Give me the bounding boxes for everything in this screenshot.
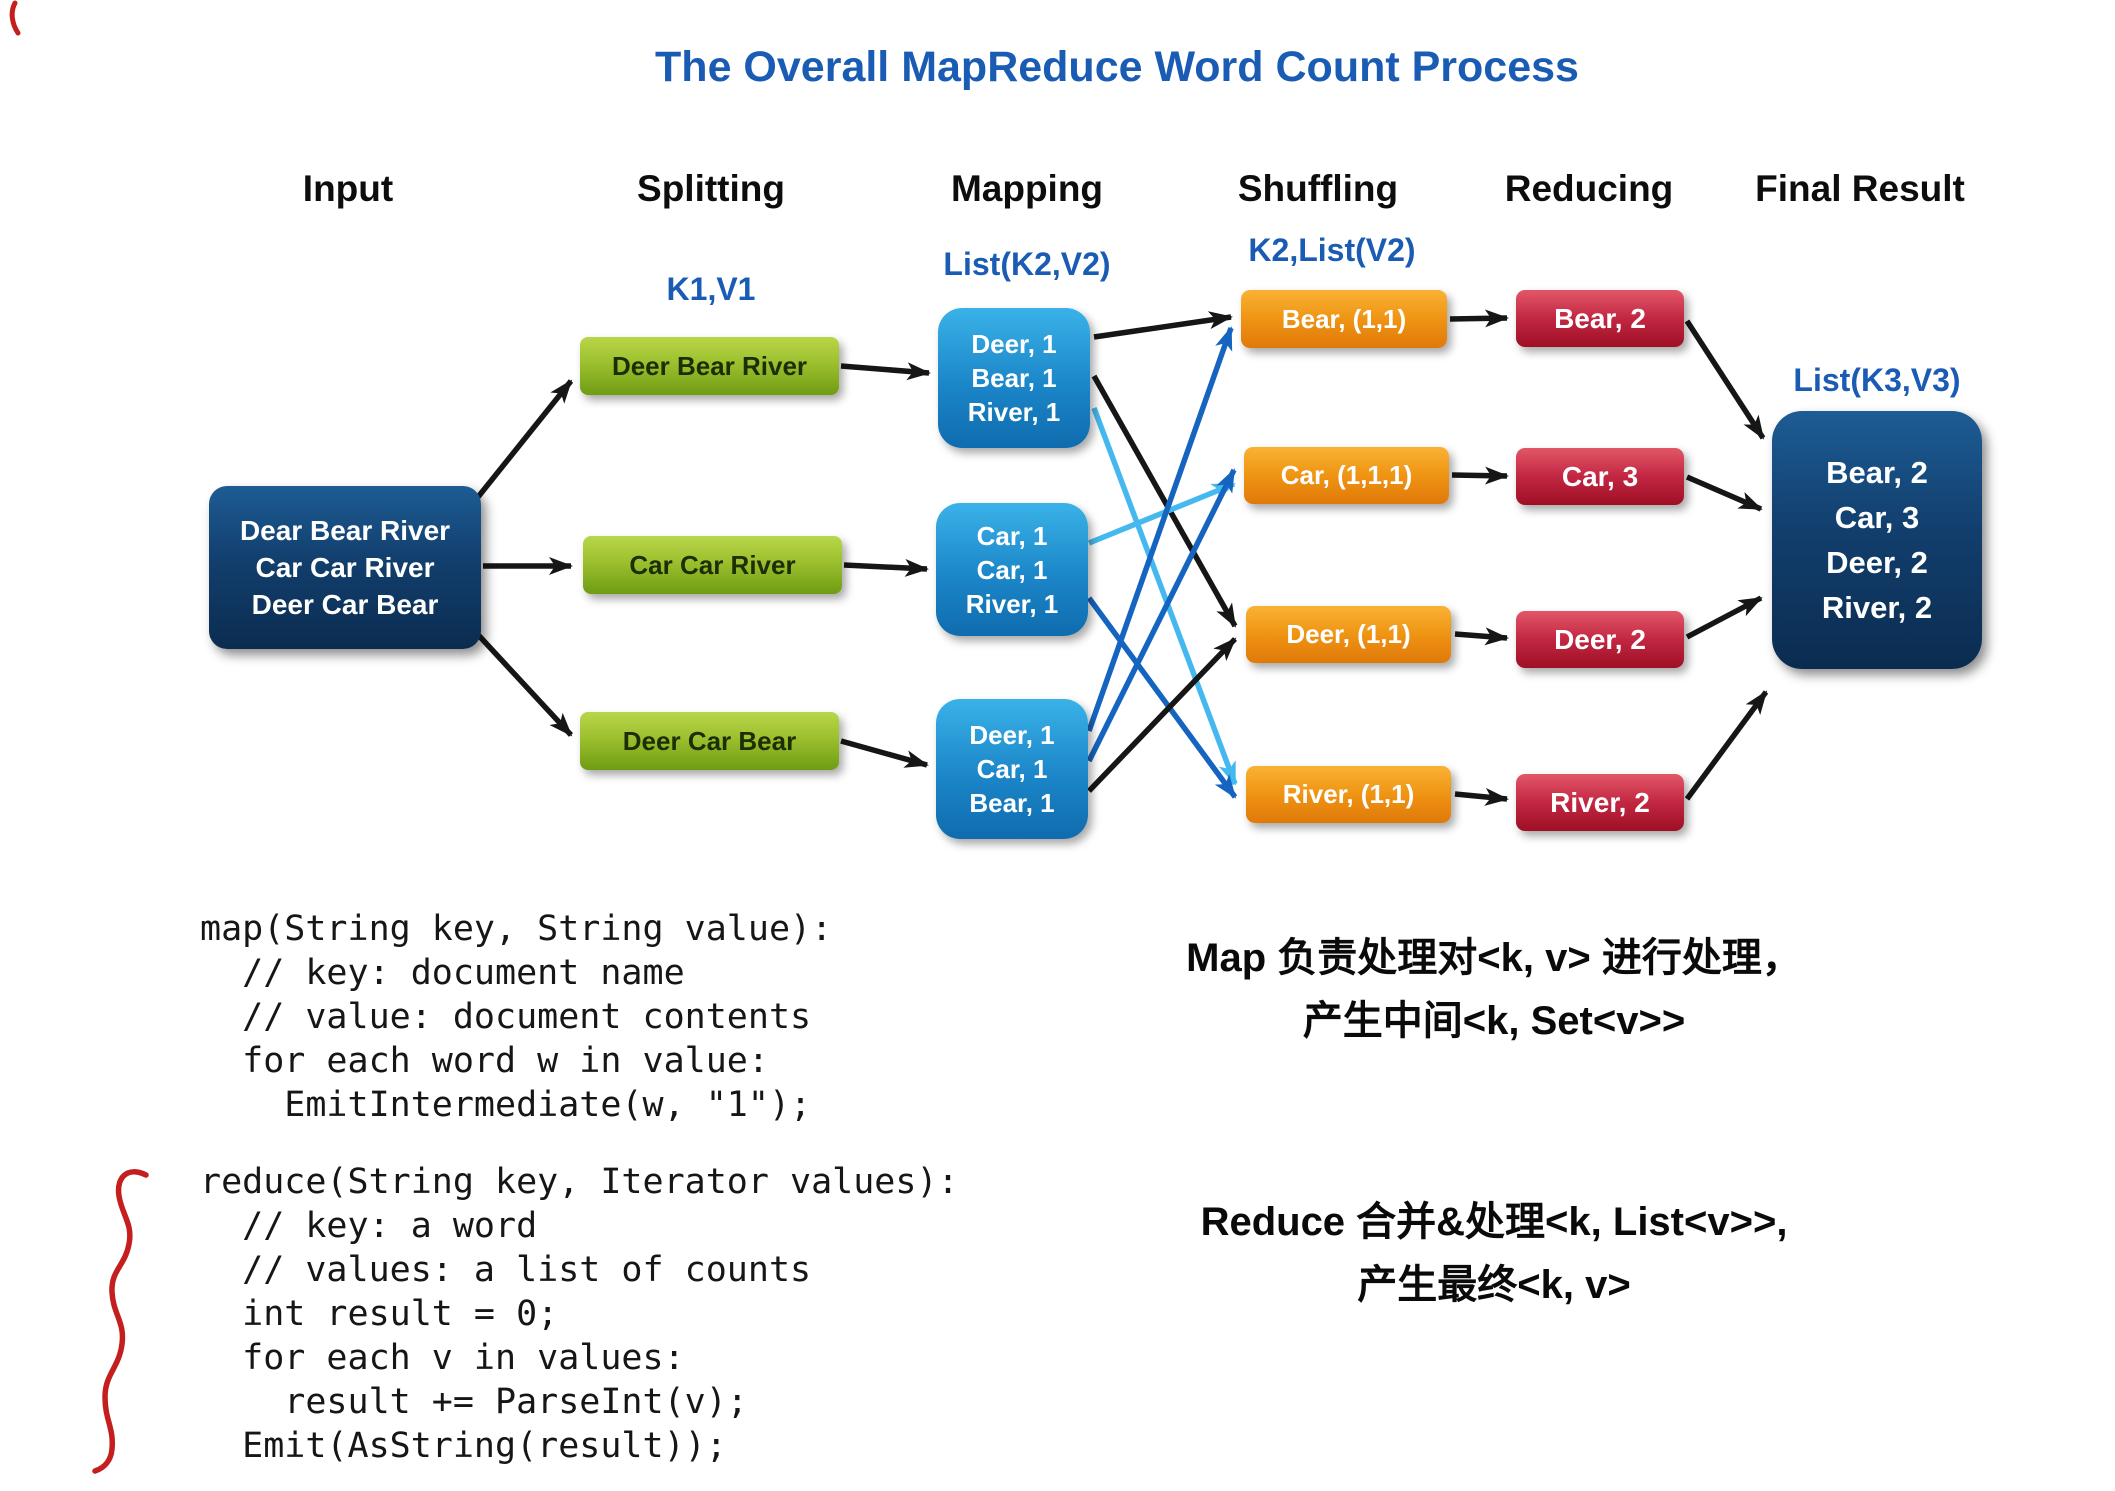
arrow-input-to-split1 — [467, 379, 574, 509]
code-line: reduce(String key, Iterator values): — [200, 1162, 959, 1202]
arrow-map2-to-shuffle-car — [1087, 481, 1236, 546]
reduce-box-river: River, 2 — [1516, 774, 1684, 831]
arrow-map3-to-shuffle-bear — [1086, 326, 1234, 732]
arrow-map3-to-shuffle-deer — [1087, 637, 1237, 793]
column-header-splitting: Splitting — [637, 168, 785, 209]
split-box-2: Car Car River — [583, 536, 842, 594]
arrow-reduce-river-to-final — [1684, 690, 1769, 801]
code-line: for each v in values: — [200, 1338, 685, 1378]
arrow-shuffle-bear-to-reduce — [1449, 309, 1509, 328]
reduce-box-bear: Bear, 2 — [1516, 290, 1684, 347]
stage-label-listk3v3: List(K3,V3) — [1793, 362, 1961, 398]
map-box-line: River, 1 — [965, 588, 1059, 619]
arrow-map1-to-shuffle-river — [1091, 407, 1238, 786]
input-line: Deer Car Bear — [251, 589, 439, 620]
reduce-box-label: Deer, 2 — [1554, 623, 1646, 655]
map-box-line: Car, 1 — [976, 520, 1048, 551]
map-note: Map 负责处理对<k, v> 进行处理， 产生中间<k, Set<v>> — [1060, 927, 1928, 1053]
split-box-label: Deer Bear River — [611, 350, 808, 381]
code-line: for each word w in value: — [200, 1041, 769, 1081]
arrow-shuffle-river-to-reduce — [1454, 787, 1509, 806]
shuffle-box-label: Car, (1,1,1) — [1280, 460, 1413, 490]
split-box-label: Car Car River — [629, 549, 796, 580]
map-box-1: Deer, 1 Bear, 1 River, 1 — [938, 308, 1090, 448]
reduce-box-car: Car, 3 — [1516, 448, 1684, 505]
map-box-line: Car, 1 — [976, 754, 1048, 784]
shuffle-box-label: Deer, (1,1) — [1286, 619, 1411, 649]
final-result-line: Car, 3 — [1834, 500, 1920, 535]
arrow-map1-to-shuffle-bear — [1093, 311, 1233, 340]
arrow-reduce-car-to-final — [1685, 474, 1763, 512]
arrow-split3-to-map3 — [840, 738, 929, 768]
shuffle-box-car: Car, (1,1,1) — [1244, 447, 1449, 504]
map-note-line: Map 负责处理对<k, v> 进行处理， — [1186, 936, 1802, 980]
reduce-note-line: Reduce 合并&处理<k, List<v>>, — [1200, 1200, 1788, 1244]
code-line: // key: document name — [200, 953, 685, 993]
reduce-box-deer: Deer, 2 — [1516, 611, 1684, 668]
reduce-box-label: River, 2 — [1550, 786, 1650, 818]
column-header-shuffling: Shuffling — [1237, 168, 1399, 209]
code-line: int result = 0; — [200, 1294, 559, 1334]
map-box-line: Car, 1 — [976, 554, 1048, 585]
arrow-split2-to-map2 — [843, 558, 929, 577]
split-box-3: Deer Car Bear — [580, 712, 839, 770]
reduce-box-label: Bear, 2 — [1554, 302, 1646, 334]
arrow-map2-to-shuffle-river — [1086, 596, 1238, 799]
reduce-note: Reduce 合并&处理<k, List<v>>, 产生最终<k, v> — [1060, 1191, 1928, 1317]
map-box-line: Bear, 1 — [969, 788, 1055, 818]
stage-label-listk2v2: List(K2,V2) — [943, 246, 1111, 282]
arrow-shuffle-deer-to-reduce — [1454, 627, 1509, 646]
code-line: // value: document contents — [200, 997, 812, 1037]
column-header-reducing: Reducing — [1504, 168, 1674, 209]
map-box-3: Deer, 1 Car, 1 Bear, 1 — [936, 699, 1088, 839]
final-result-box: Bear, 2 Car, 3 Deer, 2 River, 2 — [1772, 411, 1982, 669]
split-box-1: Deer Bear River — [580, 337, 839, 395]
arrow-reduce-bear-to-final — [1684, 319, 1766, 440]
map-box-line: Bear, 1 — [971, 363, 1057, 393]
code-line: // key: a word — [200, 1206, 538, 1246]
column-header-input: Input — [302, 168, 394, 209]
arrow-reduce-deer-to-final — [1685, 595, 1763, 640]
shuffle-box-label: River, (1,1) — [1282, 779, 1415, 809]
page-title: The Overall MapReduce Word Count Process — [655, 43, 1579, 91]
final-result-line: River, 2 — [1821, 590, 1933, 625]
arrow-input-to-split3 — [467, 624, 574, 737]
code-line: // values: a list of counts — [200, 1250, 812, 1290]
arrow-map3-to-shuffle-car — [1086, 468, 1237, 763]
final-result-line: Bear, 2 — [1826, 455, 1928, 490]
map-box-line: Deer, 1 — [969, 720, 1055, 750]
input-box: Dear Bear River Car Car River Deer Car B… — [209, 486, 481, 649]
map-note-line: 产生中间<k, Set<v>> — [1302, 999, 1686, 1043]
shuffle-box-bear: Bear, (1,1) — [1241, 290, 1447, 348]
reduce-function-code: reduce(String key, Iterator values): // … — [200, 1160, 959, 1468]
reduce-box-label: Car, 3 — [1561, 460, 1639, 492]
code-line: result += ParseInt(v); — [200, 1382, 748, 1422]
input-line: Dear Bear River — [239, 515, 451, 546]
red-pen-mark-topleft — [9, 0, 21, 36]
arrow-split1-to-map1 — [840, 362, 931, 381]
map-box-2: Car, 1 Car, 1 River, 1 — [936, 503, 1088, 636]
shuffle-box-river: River, (1,1) — [1246, 766, 1451, 823]
code-line: EmitIntermediate(w, "1"); — [200, 1085, 812, 1125]
final-result-line: Deer, 2 — [1826, 545, 1928, 580]
map-box-line: Deer, 1 — [971, 329, 1057, 359]
map-function-code: map(String key, String value): // key: d… — [200, 907, 832, 1127]
stage-label-k2listv2: K2,List(V2) — [1248, 232, 1416, 268]
code-line: Emit(AsString(result)); — [200, 1426, 727, 1466]
arrow-map1-to-shuffle-deer — [1091, 374, 1238, 628]
map-box-line: River, 1 — [967, 397, 1061, 427]
arrow-shuffle-car-to-reduce — [1451, 466, 1509, 485]
shuffle-box-label: Bear, (1,1) — [1281, 303, 1407, 334]
stage-label-k1v1: K1,V1 — [666, 271, 756, 307]
red-pen-brace — [92, 1169, 149, 1474]
split-box-label: Deer Car Bear — [622, 725, 797, 756]
column-header-mapping: Mapping — [950, 168, 1104, 209]
reduce-note-line: 产生最终<k, v> — [1357, 1263, 1631, 1307]
input-line: Car Car River — [255, 552, 435, 583]
column-header-final-result: Final Result — [1755, 168, 1965, 209]
code-line: map(String key, String value): — [200, 909, 833, 949]
shuffle-box-deer: Deer, (1,1) — [1246, 606, 1451, 663]
